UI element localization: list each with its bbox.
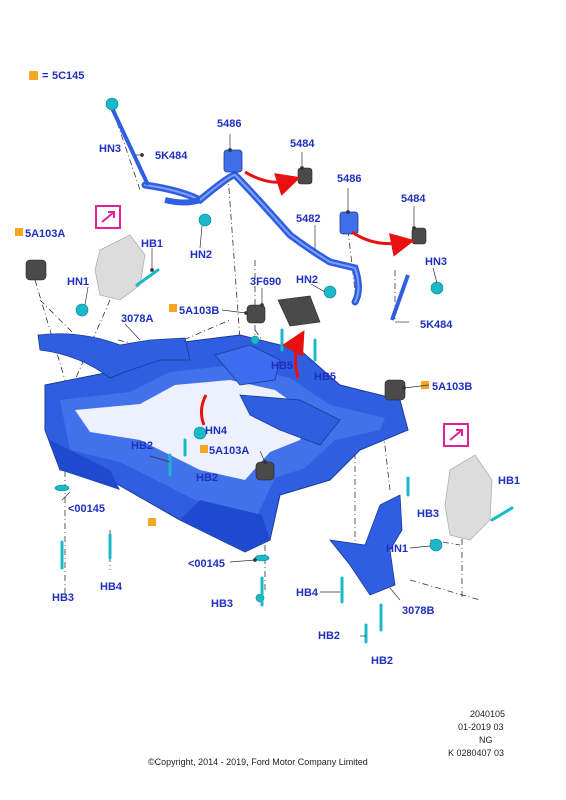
bushings	[25, 167, 427, 481]
part-label: <00145	[188, 558, 226, 570]
legend-swatch	[29, 71, 38, 80]
part-label: HN2	[190, 249, 213, 261]
legend-code: 5C145	[52, 70, 85, 82]
copyright-notice: ©Copyright, 2014 - 2019, Ford Motor Comp…	[148, 757, 368, 767]
part-label: HB2	[371, 655, 394, 667]
footer-code-1: 2040105	[470, 709, 506, 719]
bolts	[60, 268, 514, 644]
part-label: 5K484	[155, 150, 188, 162]
stabilizer-bar	[141, 149, 362, 306]
part-label: 5K484	[420, 319, 453, 331]
part-label: <00145	[68, 503, 106, 515]
part-label: HB5	[314, 371, 337, 383]
part-label: HN3	[99, 143, 122, 155]
part-label: HN1	[67, 276, 90, 288]
part-label: HB4	[296, 587, 319, 599]
part-label: HB1	[498, 475, 521, 487]
part-label: 5482	[296, 213, 321, 225]
steering-knuckles	[94, 234, 493, 541]
legend-markers	[15, 228, 429, 526]
part-label: 5484	[290, 138, 315, 150]
part-label: HN4	[205, 425, 228, 437]
part-label: HB3	[211, 598, 234, 610]
linkage-icons	[95, 205, 469, 447]
part-label: HB5	[271, 360, 294, 372]
part-label: 3078B	[402, 605, 435, 617]
part-label: HB4	[100, 581, 123, 593]
red-arrows	[199, 170, 415, 426]
part-label: HN1	[386, 543, 409, 555]
part-label: 5A103B	[179, 305, 220, 317]
part-label: 5484	[401, 193, 426, 205]
part-label: HN3	[425, 256, 448, 268]
footer-code-3: NG	[479, 735, 493, 745]
footer-code-4: K 0280407 03	[448, 748, 505, 758]
part-label: 5A103A	[209, 445, 250, 457]
part-label: HB1	[141, 238, 164, 250]
part-label: 5486	[337, 173, 362, 185]
legend-equals: =	[42, 70, 49, 82]
part-label: HB2	[318, 630, 341, 642]
part-label: 5A103B	[432, 381, 473, 393]
front-subframe	[44, 334, 409, 553]
part-label: HB3	[417, 508, 440, 520]
washers	[54, 484, 270, 562]
part-label: 5486	[217, 118, 242, 130]
part-label: HB3	[52, 592, 75, 604]
part-label: HN2	[296, 274, 319, 286]
part-label: HB2	[196, 472, 219, 484]
footer-code-2: 01-2019 03	[458, 722, 504, 732]
stabilizer-links	[110, 107, 410, 321]
part-label: 5A103A	[25, 228, 66, 240]
part-label: HB2	[131, 440, 154, 452]
part-label: 3078A	[121, 313, 154, 325]
part-label: 3F690	[250, 276, 282, 288]
lower-arms	[37, 333, 403, 596]
leader-lines	[61, 134, 438, 637]
